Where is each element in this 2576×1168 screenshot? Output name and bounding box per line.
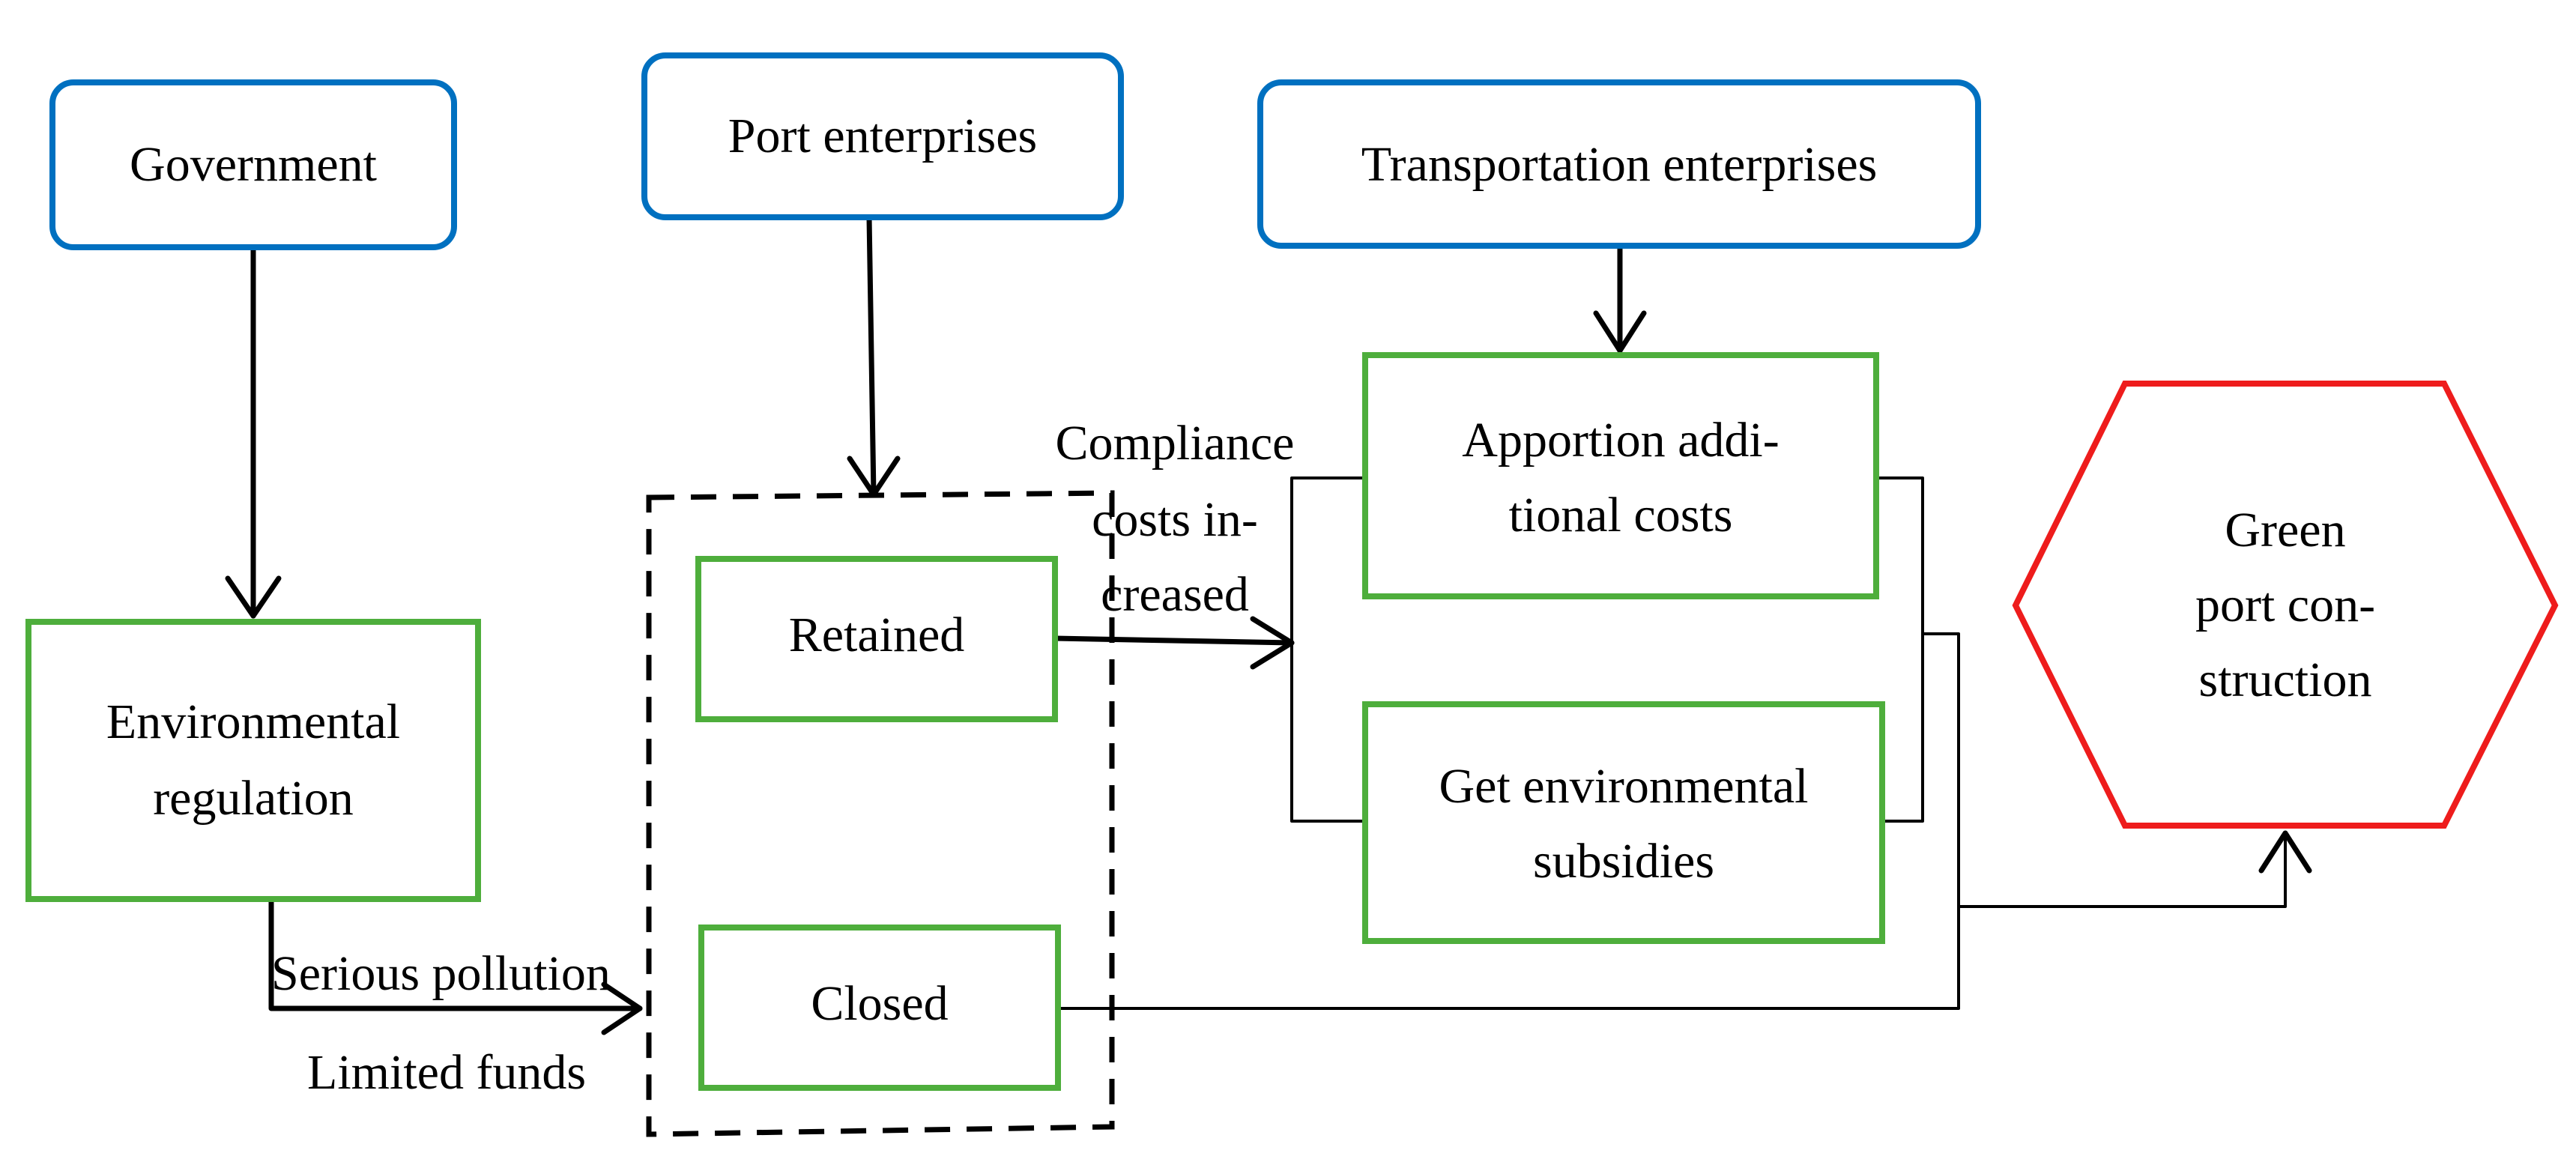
arrow-port-to-group xyxy=(866,214,877,497)
green-port-label-line1: Green xyxy=(2225,503,2345,557)
port-enterprises-box xyxy=(641,52,1124,220)
node-environmental-subsidies: Get environmental subsidies xyxy=(1362,701,1885,944)
left-bracket xyxy=(1290,476,1367,823)
arrowhead-closed xyxy=(601,981,643,1035)
environmental-regulation-label-line1: Environmental xyxy=(106,695,400,749)
environmental-subsidies-label-line2: subsidies xyxy=(1533,834,1714,889)
label-compliance-costs-line3: creased xyxy=(1101,567,1249,622)
environmental-regulation-box xyxy=(25,619,481,902)
arrowhead-green-port xyxy=(2258,830,2312,874)
apportion-costs-label-line2: tional costs xyxy=(1509,488,1733,542)
transportation-enterprises-label: Transportation enterprises xyxy=(1361,137,1878,192)
node-retained: Retained xyxy=(695,556,1058,722)
retained-box xyxy=(695,556,1058,722)
environmental-subsidies-label-line1: Get environmental xyxy=(1439,759,1808,814)
port-enterprise-status-group xyxy=(646,490,1115,1137)
arrowhead-apportion xyxy=(1593,310,1647,354)
connectors xyxy=(225,214,2312,1035)
node-transportation-enterprises: Transportation enterprises xyxy=(1257,79,1981,249)
green-port-hexagon xyxy=(2012,381,2559,829)
arrowhead-regulation xyxy=(225,575,282,619)
retained-label: Retained xyxy=(789,608,965,662)
label-serious-pollution: Serious pollution xyxy=(271,946,611,1001)
closed-label: Closed xyxy=(811,976,948,1031)
port-enterprises-label: Port enterprises xyxy=(728,109,1037,163)
green-port-label-line3: struction xyxy=(2199,653,2372,707)
node-port-enterprises: Port enterprises xyxy=(641,52,1124,220)
government-label: Government xyxy=(130,137,377,192)
label-compliance-costs-line2: costs in- xyxy=(1092,492,1258,547)
green-port-label-line2: port con- xyxy=(2195,578,2375,632)
apportion-costs-label-line1: Apportion addi- xyxy=(1462,413,1779,467)
node-closed: Closed xyxy=(698,925,1061,1091)
government-box xyxy=(49,79,457,250)
apportion-costs-box xyxy=(1362,352,1879,599)
arrow-regulation-to-closed xyxy=(268,896,643,1011)
right-bracket xyxy=(1875,476,1924,823)
transportation-enterprises-box xyxy=(1257,79,1981,249)
closed-box xyxy=(698,925,1061,1091)
arrow-retained-to-bracket xyxy=(1052,635,1295,646)
environmental-regulation-label-line2: regulation xyxy=(153,771,354,826)
node-government: Government xyxy=(49,79,457,250)
line-closed-to-join xyxy=(1053,905,1960,1010)
node-apportion-costs: Apportion addi- tional costs xyxy=(1362,352,1879,599)
environmental-subsidies-box xyxy=(1362,701,1885,944)
node-green-port-construction: Green port con- struction xyxy=(2012,381,2559,829)
node-environmental-regulation: Environmental regulation xyxy=(25,619,481,902)
label-compliance-costs-line1: Compliance xyxy=(1056,416,1295,470)
label-limited-funds: Limited funds xyxy=(307,1045,586,1100)
